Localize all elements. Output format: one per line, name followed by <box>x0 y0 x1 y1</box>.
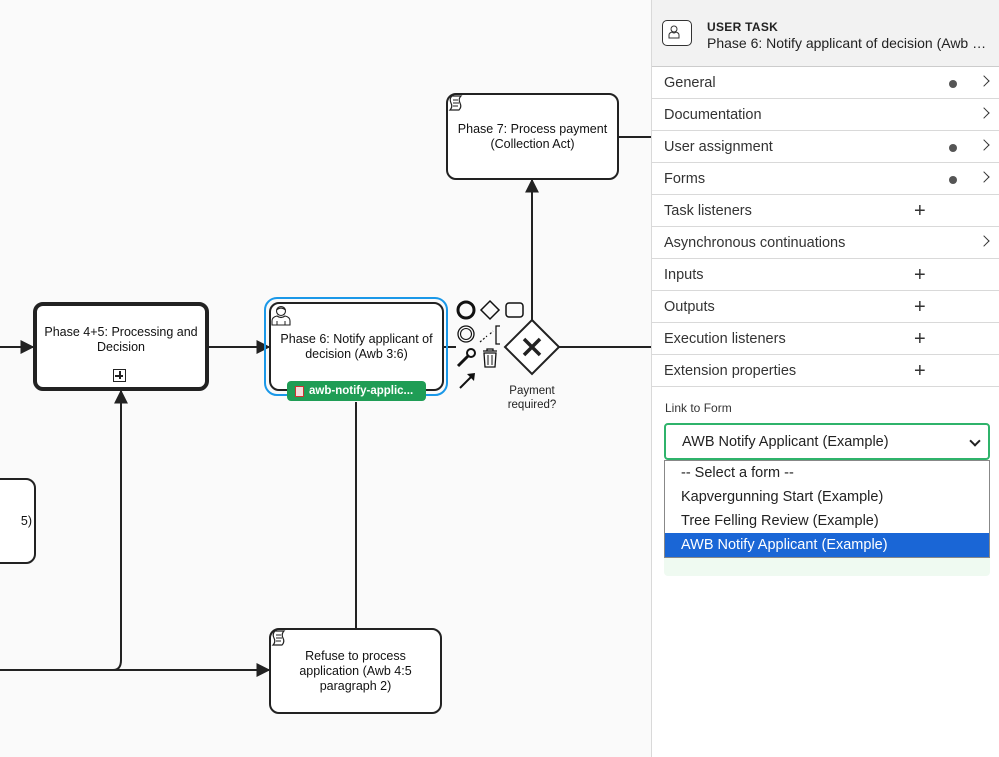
group-label: Documentation <box>664 106 762 123</box>
group-extension-properties[interactable]: Extension properties + <box>652 355 999 387</box>
group-label: Execution listeners <box>664 330 786 347</box>
append-gateway-icon[interactable] <box>479 299 501 321</box>
add-icon[interactable]: + <box>914 200 926 222</box>
wrench-icon[interactable] <box>456 348 476 368</box>
panel-header: USER TASK Phase 6: Notify applicant of d… <box>652 0 999 67</box>
data-marker-icon <box>949 144 957 152</box>
append-text-annotation-icon[interactable] <box>479 325 500 345</box>
task-refuse-label: Refuse to process application (Awb 4:5 p… <box>299 648 412 693</box>
user-icon <box>271 305 291 326</box>
append-end-event-icon[interactable] <box>456 300 476 320</box>
task-phase7-label: Phase 7: Process payment (Collection Act… <box>457 121 608 151</box>
group-documentation[interactable]: Documentation <box>652 99 999 131</box>
group-label: General <box>664 74 716 91</box>
flow-loop-to-phase45 <box>112 389 128 671</box>
exclusive-gateway <box>503 318 561 376</box>
task-phase6-label: Phase 6: Notify applicant of decision (A… <box>280 331 433 361</box>
append-task-icon[interactable] <box>505 302 524 318</box>
data-marker-icon <box>949 80 957 88</box>
group-label: Inputs <box>664 266 704 283</box>
chevron-right-icon <box>978 139 990 151</box>
group-execution-listeners[interactable]: Execution listeners + <box>652 323 999 355</box>
element-name: Phase 6: Notify applicant of decision (A… <box>707 35 992 51</box>
form-select[interactable]: AWB Notify Applicant (Example) <box>664 423 990 460</box>
group-inputs[interactable]: Inputs + <box>652 259 999 291</box>
subprocess-phase45[interactable]: Phase 4+5: Processing and Decision <box>33 302 209 391</box>
properties-panel: USER TASK Phase 6: Notify applicant of d… <box>651 0 999 757</box>
group-label: Task listeners <box>664 202 752 219</box>
group-label: Outputs <box>664 298 715 315</box>
add-icon[interactable]: + <box>914 360 926 382</box>
group-outputs[interactable]: Outputs + <box>652 291 999 323</box>
chevron-down-icon <box>969 435 981 447</box>
form-option[interactable]: -- Select a form -- <box>681 465 794 481</box>
subprocess-phase45-label: Phase 4+5: Processing and Decision <box>44 324 198 354</box>
expand-subprocess-icon[interactable] <box>113 369 126 382</box>
form-option[interactable]: Tree Felling Review (Example) <box>681 513 879 529</box>
task-phase6[interactable]: Phase 6: Notify applicant of decision (A… <box>269 302 444 391</box>
connections-layer <box>0 136 651 677</box>
task-left-partial[interactable]: 5) <box>0 478 36 564</box>
chevron-right-icon <box>978 107 990 119</box>
form-doc-icon <box>295 385 304 397</box>
form-select-value: AWB Notify Applicant (Example) <box>682 433 889 450</box>
context-pad <box>456 299 524 389</box>
chevron-right-icon <box>978 235 990 247</box>
group-user-assignment[interactable]: User assignment <box>652 131 999 163</box>
form-option-selected[interactable]: AWB Notify Applicant (Example) <box>665 533 989 557</box>
chevron-right-icon <box>978 171 990 183</box>
task-left-partial-label: 5) <box>20 513 32 528</box>
bpmn-canvas[interactable]: Phase 7: Process payment (Collection Act… <box>0 0 651 757</box>
trash-icon[interactable] <box>483 348 497 368</box>
script-icon <box>448 95 463 111</box>
group-forms[interactable]: Forms <box>652 163 999 195</box>
chevron-right-icon <box>978 75 990 87</box>
group-async-continuations[interactable]: Asynchronous continuations <box>652 227 999 259</box>
form-badge[interactable]: awb-notify-applic... <box>287 381 426 401</box>
task-refuse[interactable]: Refuse to process application (Awb 4:5 p… <box>269 628 442 714</box>
connect-arrow-icon[interactable] <box>459 373 475 389</box>
form-badge-label: awb-notify-applic... <box>309 385 414 397</box>
group-general[interactable]: General <box>652 67 999 99</box>
group-label: Asynchronous continuations <box>664 234 846 251</box>
add-icon[interactable]: + <box>914 328 926 350</box>
group-label: Extension properties <box>664 362 797 379</box>
element-type: USER TASK <box>707 20 779 34</box>
link-to-form-label: Link to Form <box>665 401 732 415</box>
form-select-dropdown: -- Select a form -- Kapvergunning Start … <box>664 460 990 558</box>
add-icon[interactable]: + <box>914 264 926 286</box>
script-icon <box>271 630 286 646</box>
group-label: User assignment <box>664 138 773 155</box>
add-icon[interactable]: + <box>914 296 926 318</box>
task-phase7[interactable]: Phase 7: Process payment (Collection Act… <box>446 93 619 180</box>
group-label: Forms <box>664 170 706 187</box>
group-task-listeners[interactable]: Task listeners + <box>652 195 999 227</box>
append-intermediate-event-icon[interactable] <box>457 325 475 343</box>
data-marker-icon <box>949 176 957 184</box>
gateway-label: Payment required? <box>507 385 557 411</box>
user-task-icon <box>662 20 692 46</box>
form-option[interactable]: Kapvergunning Start (Example) <box>681 489 884 505</box>
